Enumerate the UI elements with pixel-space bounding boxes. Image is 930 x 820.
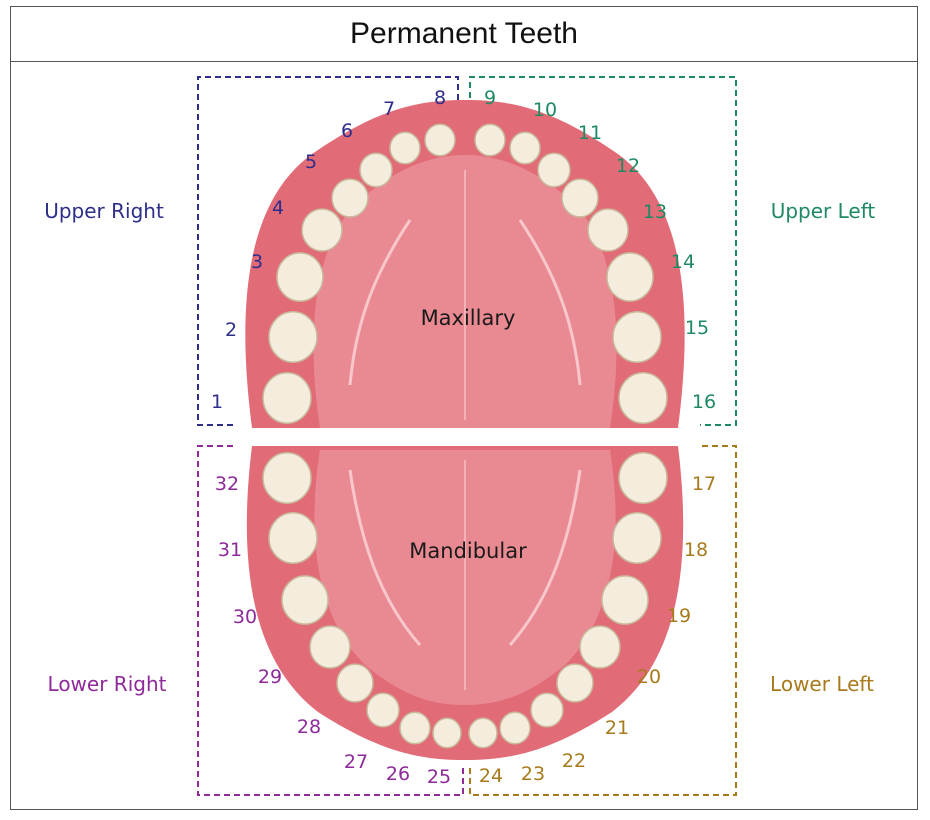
mandibular-arch	[246, 446, 684, 760]
tooth-number-6: 6	[341, 120, 353, 142]
tooth-32	[262, 452, 312, 504]
upper-left-box	[469, 76, 737, 426]
tooth-19	[601, 575, 649, 625]
tooth-29	[309, 625, 351, 669]
tooth-number-8: 8	[434, 87, 446, 109]
tooth-number-9: 9	[484, 87, 496, 109]
tooth-number-3: 3	[251, 251, 263, 273]
tooth-31	[268, 512, 318, 564]
tooth-number-32: 32	[215, 473, 239, 495]
tooth-9	[474, 123, 506, 157]
tooth-25	[432, 717, 462, 749]
tooth-26	[399, 711, 431, 745]
tooth-number-27: 27	[344, 751, 368, 773]
tooth-17	[618, 452, 668, 504]
tooth-28	[336, 663, 374, 703]
tooth-4	[301, 208, 343, 252]
tooth-8	[424, 123, 456, 157]
tooth-number-22: 22	[562, 750, 586, 772]
tooth-number-24: 24	[479, 765, 503, 787]
tooth-number-28: 28	[297, 716, 321, 738]
lower-right-box	[197, 445, 464, 796]
page-title: Permanent Teeth	[350, 17, 578, 50]
maxillary-label: Maxillary	[421, 306, 516, 330]
tooth-number-25: 25	[427, 766, 451, 788]
tooth-18	[612, 512, 662, 564]
upper-palate-line-left	[348, 219, 412, 386]
lower-left-box	[469, 445, 737, 796]
tooth-number-2: 2	[225, 319, 237, 341]
tooth-number-26: 26	[386, 763, 410, 785]
tooth-5	[331, 178, 369, 218]
tooth-number-17: 17	[692, 473, 716, 495]
upper-right-label: Upper Right	[44, 199, 164, 223]
tooth-10	[509, 131, 541, 165]
tooth-number-16: 16	[692, 391, 716, 413]
tooth-number-14: 14	[671, 251, 695, 273]
tooth-number-15: 15	[685, 317, 709, 339]
tooth-number-5: 5	[305, 151, 317, 173]
lower-right-label: Lower Right	[48, 672, 167, 696]
tooth-13	[587, 208, 629, 252]
tooth-number-12: 12	[616, 155, 640, 177]
tooth-number-18: 18	[684, 539, 708, 561]
tooth-16	[618, 372, 668, 424]
tooth-27	[366, 692, 400, 728]
tooth-number-23: 23	[521, 763, 545, 785]
tooth-1	[262, 372, 312, 424]
tooth-15	[612, 311, 662, 363]
tooth-24	[468, 717, 498, 749]
tooth-21	[556, 663, 594, 703]
lower-line-right	[508, 469, 582, 646]
tooth-11	[537, 152, 571, 188]
tooth-20	[579, 625, 621, 669]
tooth-7	[389, 131, 421, 165]
tooth-number-30: 30	[233, 606, 257, 628]
tooth-14	[606, 252, 654, 302]
tooth-number-13: 13	[643, 201, 667, 223]
tooth-number-7: 7	[383, 98, 395, 120]
tooth-number-11: 11	[578, 122, 602, 144]
tooth-22	[530, 692, 564, 728]
mandibular-label: Mandibular	[409, 539, 527, 563]
lower-left-label: Lower Left	[770, 672, 874, 696]
tooth-6	[359, 152, 393, 188]
tooth-number-19: 19	[667, 605, 691, 627]
tooth-12	[561, 178, 599, 218]
tooth-number-20: 20	[637, 666, 661, 688]
lower-line-left	[348, 469, 422, 646]
tooth-30	[281, 575, 329, 625]
tooth-number-1: 1	[211, 391, 223, 413]
tooth-23	[499, 711, 531, 745]
tooth-number-21: 21	[605, 717, 629, 739]
tooth-number-10: 10	[533, 99, 557, 121]
tooth-number-4: 4	[272, 197, 284, 219]
tooth-3	[276, 252, 324, 302]
upper-palate-line-right	[518, 219, 582, 386]
maxillary-arch	[245, 100, 685, 428]
tooth-2	[268, 311, 318, 363]
upper-left-label: Upper Left	[771, 199, 876, 223]
tooth-number-29: 29	[258, 666, 282, 688]
upper-right-box	[197, 76, 459, 426]
title-bar: Permanent Teeth	[11, 7, 917, 62]
tooth-number-31: 31	[218, 539, 242, 561]
